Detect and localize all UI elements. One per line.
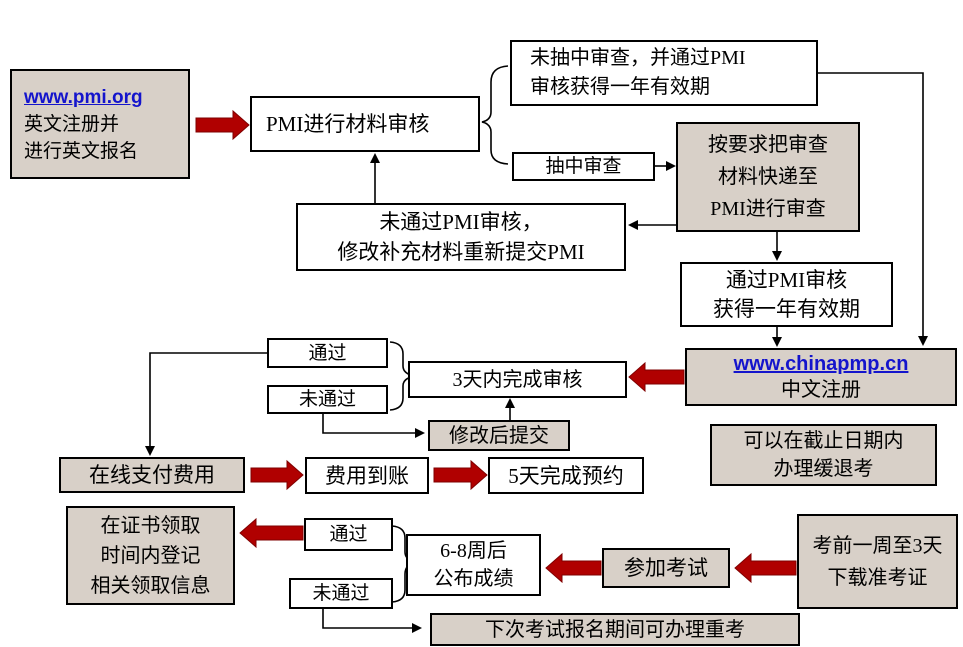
node-fail-mid: 未通过 [267, 385, 388, 414]
node-cert-pickup-register: 在证书领取 时间内登记 相关领取信息 [66, 506, 235, 605]
node-fee-received: 费用到账 [305, 457, 429, 494]
block-arrow-left-icon [734, 552, 797, 584]
node-defer-exam: 可以在截止日期内 办理缓退考 [710, 424, 937, 486]
block-arrow-right-icon [433, 459, 488, 491]
node-text: 办理缓退考 [773, 458, 874, 480]
node-text: 中文注册 [781, 379, 861, 401]
node-text: 获得一年有效期 [713, 296, 860, 321]
arrowhead-right-icon [415, 428, 425, 438]
connector-pass-to-pay [149, 352, 267, 449]
node-retake: 下次考试报名期间可办理重考 [430, 613, 800, 646]
node-text: 未通过PMI审核， [379, 210, 543, 234]
block-arrow-right-icon [195, 109, 250, 141]
node-text: 时间内登记 [100, 544, 201, 567]
node-text: 在线支付费用 [89, 462, 215, 487]
node-text: 3天内完成审核 [452, 368, 583, 391]
node-text: 修改补充材料重新提交PMI [337, 240, 585, 264]
node-text: 通过PMI审核 [725, 267, 848, 292]
node-text: 英文注册并 [24, 113, 120, 135]
node-text: 修改后提交 [449, 424, 549, 447]
node-text: 可以在截止日期内 [743, 430, 904, 452]
node-text: 下载准考证 [827, 566, 928, 589]
node-not-selected-audit: 未抽中审查，并通过PMI 审核获得一年有效期 [510, 40, 818, 106]
node-take-exam: 参加考试 [602, 548, 730, 588]
node-book-in-5-days: 5天完成预约 [488, 457, 644, 494]
connector-failbot-to-retake [322, 609, 415, 629]
pmi-org-link[interactable]: www.pmi.org [24, 86, 143, 108]
node-text: 未通过 [312, 582, 370, 604]
node-text: 下次考试报名期间可办理重考 [485, 618, 745, 641]
arrowhead-down-icon [918, 336, 928, 346]
connector-fail-to-resubmit [322, 414, 418, 434]
node-text: 通过 [308, 342, 347, 364]
node-selected-audit: 抽中审查 [512, 152, 655, 181]
node-text: PMI进行审查 [710, 198, 826, 220]
node-fail-bottom: 未通过 [289, 578, 393, 609]
arrowhead-down-icon [772, 251, 782, 261]
block-arrow-left-icon [628, 361, 685, 393]
node-text: 相关领取信息 [90, 574, 211, 597]
node-pass-mid: 通过 [267, 338, 388, 368]
arrowhead-right-icon [412, 623, 422, 633]
block-arrow-right-icon [250, 459, 304, 491]
node-resubmit-after-edit: 修改后提交 [428, 420, 570, 451]
node-pmi-register: www.pmi.org 英文注册并 进行英文报名 [10, 69, 190, 179]
node-text: 费用到账 [325, 463, 409, 488]
connector-notselected-to-chinapmp [818, 72, 924, 339]
node-pay-online: 在线支付费用 [59, 457, 245, 493]
node-text: PMI进行材料审核 [266, 111, 430, 136]
node-download-admission: 考前一周至3天 下载准考证 [797, 514, 958, 609]
node-text: 考前一周至3天 [812, 534, 943, 557]
node-text: 未通过 [298, 388, 356, 410]
node-text: 未抽中审查，并通过PMI [530, 47, 746, 69]
node-pass-pmi-review: 通过PMI审核 获得一年有效期 [680, 262, 893, 327]
node-text: 通过 [329, 523, 368, 545]
node-text: 参加考试 [624, 556, 708, 580]
node-text: 按要求把审查 [708, 134, 828, 156]
node-text: 5天完成预约 [508, 463, 624, 488]
node-text: 在证书领取 [100, 514, 201, 537]
node-text: 材料快递至 [718, 166, 818, 188]
arrowhead-up-icon [370, 153, 380, 163]
arrowhead-down-icon [772, 337, 782, 347]
block-arrow-left-icon [239, 517, 304, 549]
node-text: 审核获得一年有效期 [530, 76, 710, 98]
node-pmi-material-review: PMI进行材料审核 [250, 96, 480, 152]
node-text: 进行英文报名 [24, 140, 139, 162]
arrowhead-up-icon [505, 398, 515, 408]
arrowhead-down-icon [145, 446, 155, 456]
node-send-materials: 按要求把审查 材料快递至 PMI进行审查 [676, 122, 860, 232]
node-text: 抽中审查 [545, 155, 622, 177]
brace-split-audit [481, 65, 509, 165]
node-chinapmp-register: www.chinapmp.cn 中文注册 [685, 348, 957, 406]
node-results-announce: 6-8周后 公布成绩 [406, 534, 541, 596]
node-fail-pmi-review: 未通过PMI审核， 修改补充材料重新提交PMI [296, 203, 626, 271]
node-text: 6-8周后 [440, 540, 507, 562]
node-pass-bottom: 通过 [304, 518, 393, 551]
chinapmp-link[interactable]: www.chinapmp.cn [733, 353, 909, 375]
arrowhead-left-icon [628, 220, 638, 230]
block-arrow-left-icon [545, 552, 602, 584]
arrowhead-right-icon [666, 161, 676, 171]
node-review-in-3-days: 3天内完成审核 [408, 361, 627, 398]
node-text: 公布成绩 [433, 568, 514, 590]
